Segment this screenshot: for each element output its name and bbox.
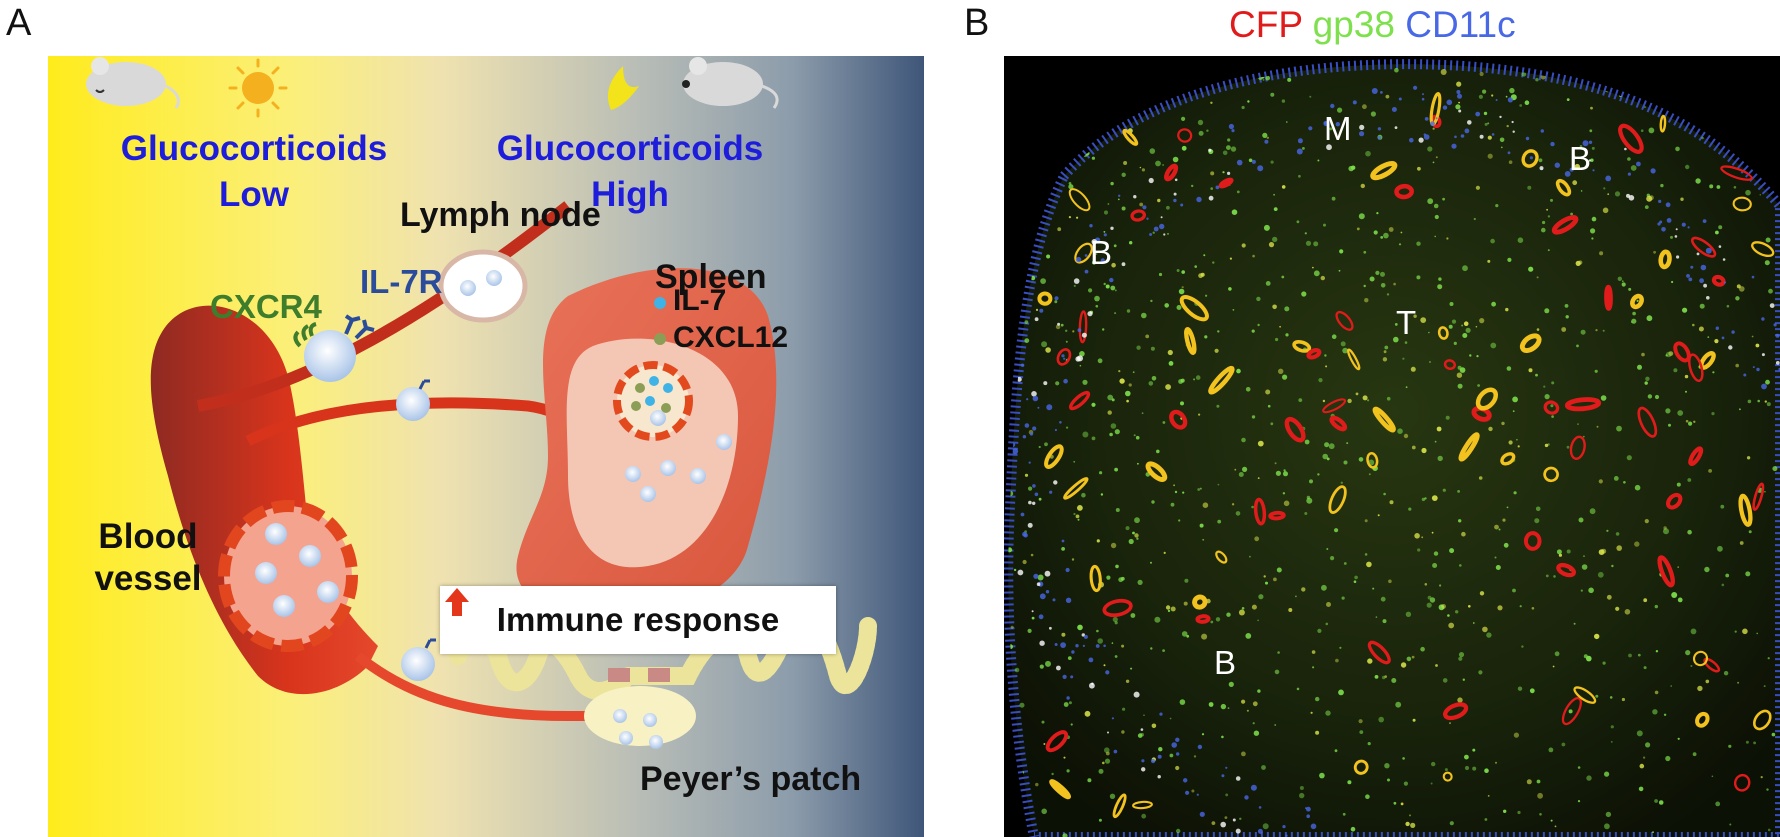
gc-low-line1: Glucocorticoids <box>120 129 388 168</box>
moon-icon <box>607 66 639 110</box>
vessel-cross-section <box>218 500 358 652</box>
lymphocyte-with-receptors <box>293 314 375 382</box>
region-label-b-left: B <box>1090 234 1113 271</box>
region-label-b-bottom: B <box>1214 644 1237 681</box>
micrograph-image <box>1004 59 1780 837</box>
gc-high-label: Glucocorticoids High <box>480 126 780 218</box>
cxcl12-dot <box>654 333 666 345</box>
panel-b-title: CFP gp38 CD11c <box>1229 4 1516 46</box>
sleeping-mouse-icon <box>86 57 180 109</box>
cfp-label: CFP <box>1229 4 1303 45</box>
immune-response-box: Immune response <box>440 586 836 654</box>
spleen-label: Spleen <box>655 258 767 296</box>
awake-mouse-icon <box>682 57 779 109</box>
region-label-m: M <box>1324 110 1352 147</box>
panel-b-micrograph: M B B T B <box>1004 56 1780 837</box>
region-label-b-top: B <box>1569 140 1592 177</box>
blood-vessel-line1: Blood <box>98 517 198 556</box>
cell-on-spleen-vessel <box>396 379 430 421</box>
peyers-patch-label: Peyer’s patch <box>640 760 862 798</box>
il7-label: IL-7 <box>673 284 727 317</box>
sun-icon <box>228 58 288 118</box>
arrow-up-icon <box>445 588 469 616</box>
il7r-label: IL-7R <box>360 263 443 300</box>
panel-a-diagram: Glucocorticoids Low Glucocorticoids High… <box>48 56 924 837</box>
blood-vessel-line2: vessel <box>94 559 202 598</box>
region-label-t: T <box>1396 304 1417 341</box>
il7-dot <box>654 297 666 309</box>
panel-a-letter: A <box>6 2 32 44</box>
spleen-cells <box>625 434 732 502</box>
cd11c-label: CD11c <box>1405 4 1516 45</box>
gp38-label: gp38 <box>1312 4 1395 45</box>
panel-b-letter: B <box>964 2 990 44</box>
cxcl12-label: CXCL12 <box>673 321 789 354</box>
gc-low-line2: Low <box>219 175 289 214</box>
gc-low-label: Glucocorticoids Low <box>104 126 404 218</box>
lymph-node-label: Lymph node <box>400 196 601 234</box>
cell-on-peyers-vessel <box>401 638 436 681</box>
immune-response-label: Immune response <box>496 601 780 638</box>
lymph-node-icon <box>438 249 528 323</box>
diagram-illustration <box>86 57 877 749</box>
peyers-vessel <box>354 652 608 721</box>
spleen-icon <box>516 268 777 616</box>
lymph-vessel <box>196 201 572 412</box>
cxcr4-label: CXCR4 <box>210 288 322 325</box>
gc-high-line1: Glucocorticoids <box>496 129 764 168</box>
spleen-sinusoid <box>613 361 693 441</box>
gc-high-line2: High <box>591 175 669 214</box>
blood-vessel-label: Blood vessel <box>68 516 228 600</box>
